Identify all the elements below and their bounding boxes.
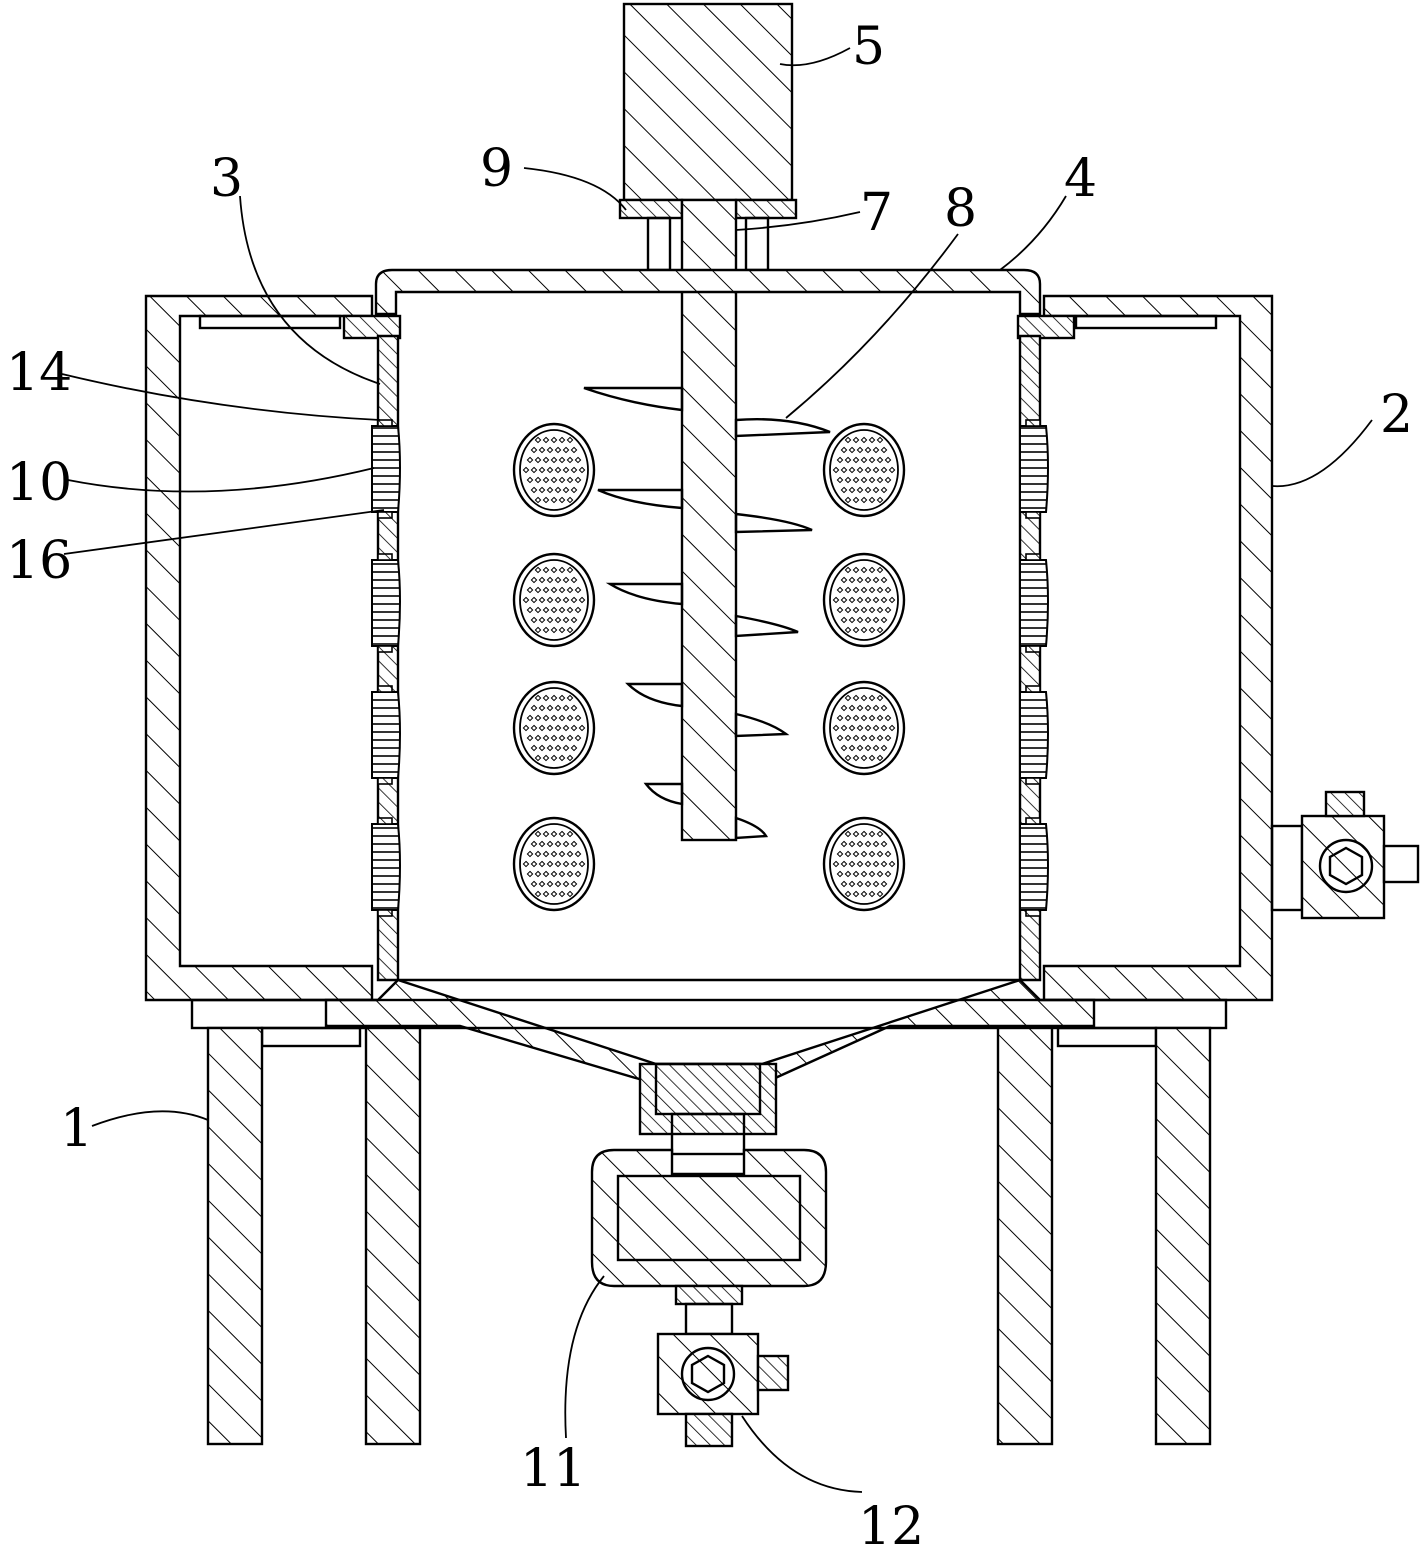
label-10: 10 (6, 453, 72, 513)
seal-ring (371, 817, 401, 917)
part-labels: 5 9 3 4 7 8 14 2 10 16 1 11 12 (6, 17, 1413, 1551)
support-legs (190, 998, 1228, 1446)
label-1: 1 (60, 1099, 93, 1159)
label-7: 7 (860, 183, 893, 243)
seal-ring (1019, 685, 1049, 785)
filter-screen (512, 816, 596, 912)
label-2: 2 (1380, 385, 1413, 445)
seal-ring (371, 685, 401, 785)
seal-ring (1019, 553, 1049, 653)
side-seals (371, 419, 1049, 917)
lid (342, 268, 1076, 340)
label-9: 9 (480, 139, 513, 199)
leader-lines (61, 47, 1373, 1493)
helical-blades (583, 386, 831, 840)
seal-ring (1019, 419, 1049, 519)
stirring-shaft (680, 198, 738, 842)
label-16: 16 (6, 531, 72, 591)
filter-screen (822, 680, 906, 776)
filter-screen (512, 680, 596, 776)
filter-screen (822, 552, 906, 648)
seal-ring (371, 419, 401, 519)
filter-screen (512, 422, 596, 518)
label-8: 8 (944, 179, 977, 239)
filter-screen (822, 422, 906, 518)
label-5: 5 (852, 17, 885, 77)
filter-screen (822, 816, 906, 912)
side-valve (1270, 790, 1420, 920)
collector (590, 1062, 828, 1288)
seal-ring (1019, 817, 1049, 917)
filter-screen (512, 552, 596, 648)
bottom-valve (656, 1284, 790, 1448)
filter-screens (512, 422, 906, 912)
label-14: 14 (6, 343, 72, 403)
label-11: 11 (520, 1439, 586, 1499)
seal-ring (371, 553, 401, 653)
label-12: 12 (858, 1497, 924, 1551)
label-3: 3 (210, 149, 243, 209)
label-4: 4 (1064, 149, 1097, 209)
motor (618, 2, 798, 272)
